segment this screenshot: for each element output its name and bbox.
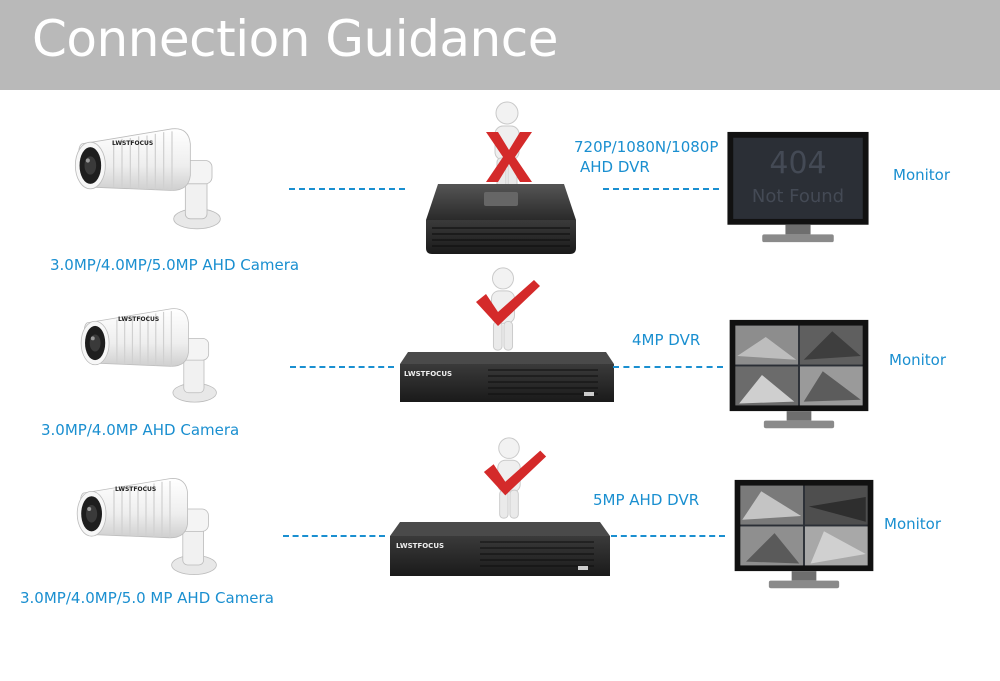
connection-line	[603, 188, 719, 190]
camera-image	[74, 128, 221, 230]
connection-line	[289, 188, 405, 190]
header-bar: Connection Guidance	[0, 0, 1000, 90]
monitor-error-code: 404	[769, 146, 827, 181]
dvr-label: 5MP AHD DVR	[593, 491, 700, 509]
camera-brand: LWSTFOCUS	[118, 316, 160, 323]
dvr-image	[400, 352, 614, 402]
monitor-label: Monitor	[884, 515, 942, 533]
connection-line	[611, 535, 725, 537]
camera-brand: LWSTFOCUS	[112, 140, 154, 147]
connection-line	[613, 366, 723, 368]
dvr-image	[390, 522, 610, 576]
camera-label: 3.0MP/4.0MP/5.0 MP AHD Camera	[20, 589, 274, 607]
camera-image	[80, 307, 218, 403]
compatible-check-icon	[483, 450, 547, 496]
dvr-brand: LWSTFOCUS	[404, 370, 453, 378]
camera-image	[76, 477, 218, 576]
monitor-image	[726, 318, 872, 432]
connection-line	[290, 366, 394, 368]
monitor-label: Monitor	[893, 166, 951, 184]
camera-label: 3.0MP/4.0MP/5.0MP AHD Camera	[50, 256, 300, 274]
camera-brand: LWSTFOCUS	[115, 486, 157, 493]
compatible-check-icon	[476, 280, 540, 326]
dvr-label-line2: AHD DVR	[580, 158, 650, 176]
dvr-label-line1: 720P/1080N/1080P	[574, 138, 719, 156]
camera-label: 3.0MP/4.0MP AHD Camera	[41, 421, 240, 439]
monitor-image	[731, 478, 877, 592]
monitor-image: 404 Not Found	[724, 130, 872, 246]
dvr-label: 4MP DVR	[632, 331, 701, 349]
connection-line	[283, 535, 385, 537]
monitor-label: Monitor	[889, 351, 947, 369]
dvr-image	[426, 184, 576, 254]
page-title: Connection Guidance	[32, 10, 558, 68]
dvr-brand: LWSTFOCUS	[396, 542, 445, 550]
incompatible-x-icon	[486, 132, 532, 182]
monitor-error-text: Not Found	[751, 186, 845, 207]
